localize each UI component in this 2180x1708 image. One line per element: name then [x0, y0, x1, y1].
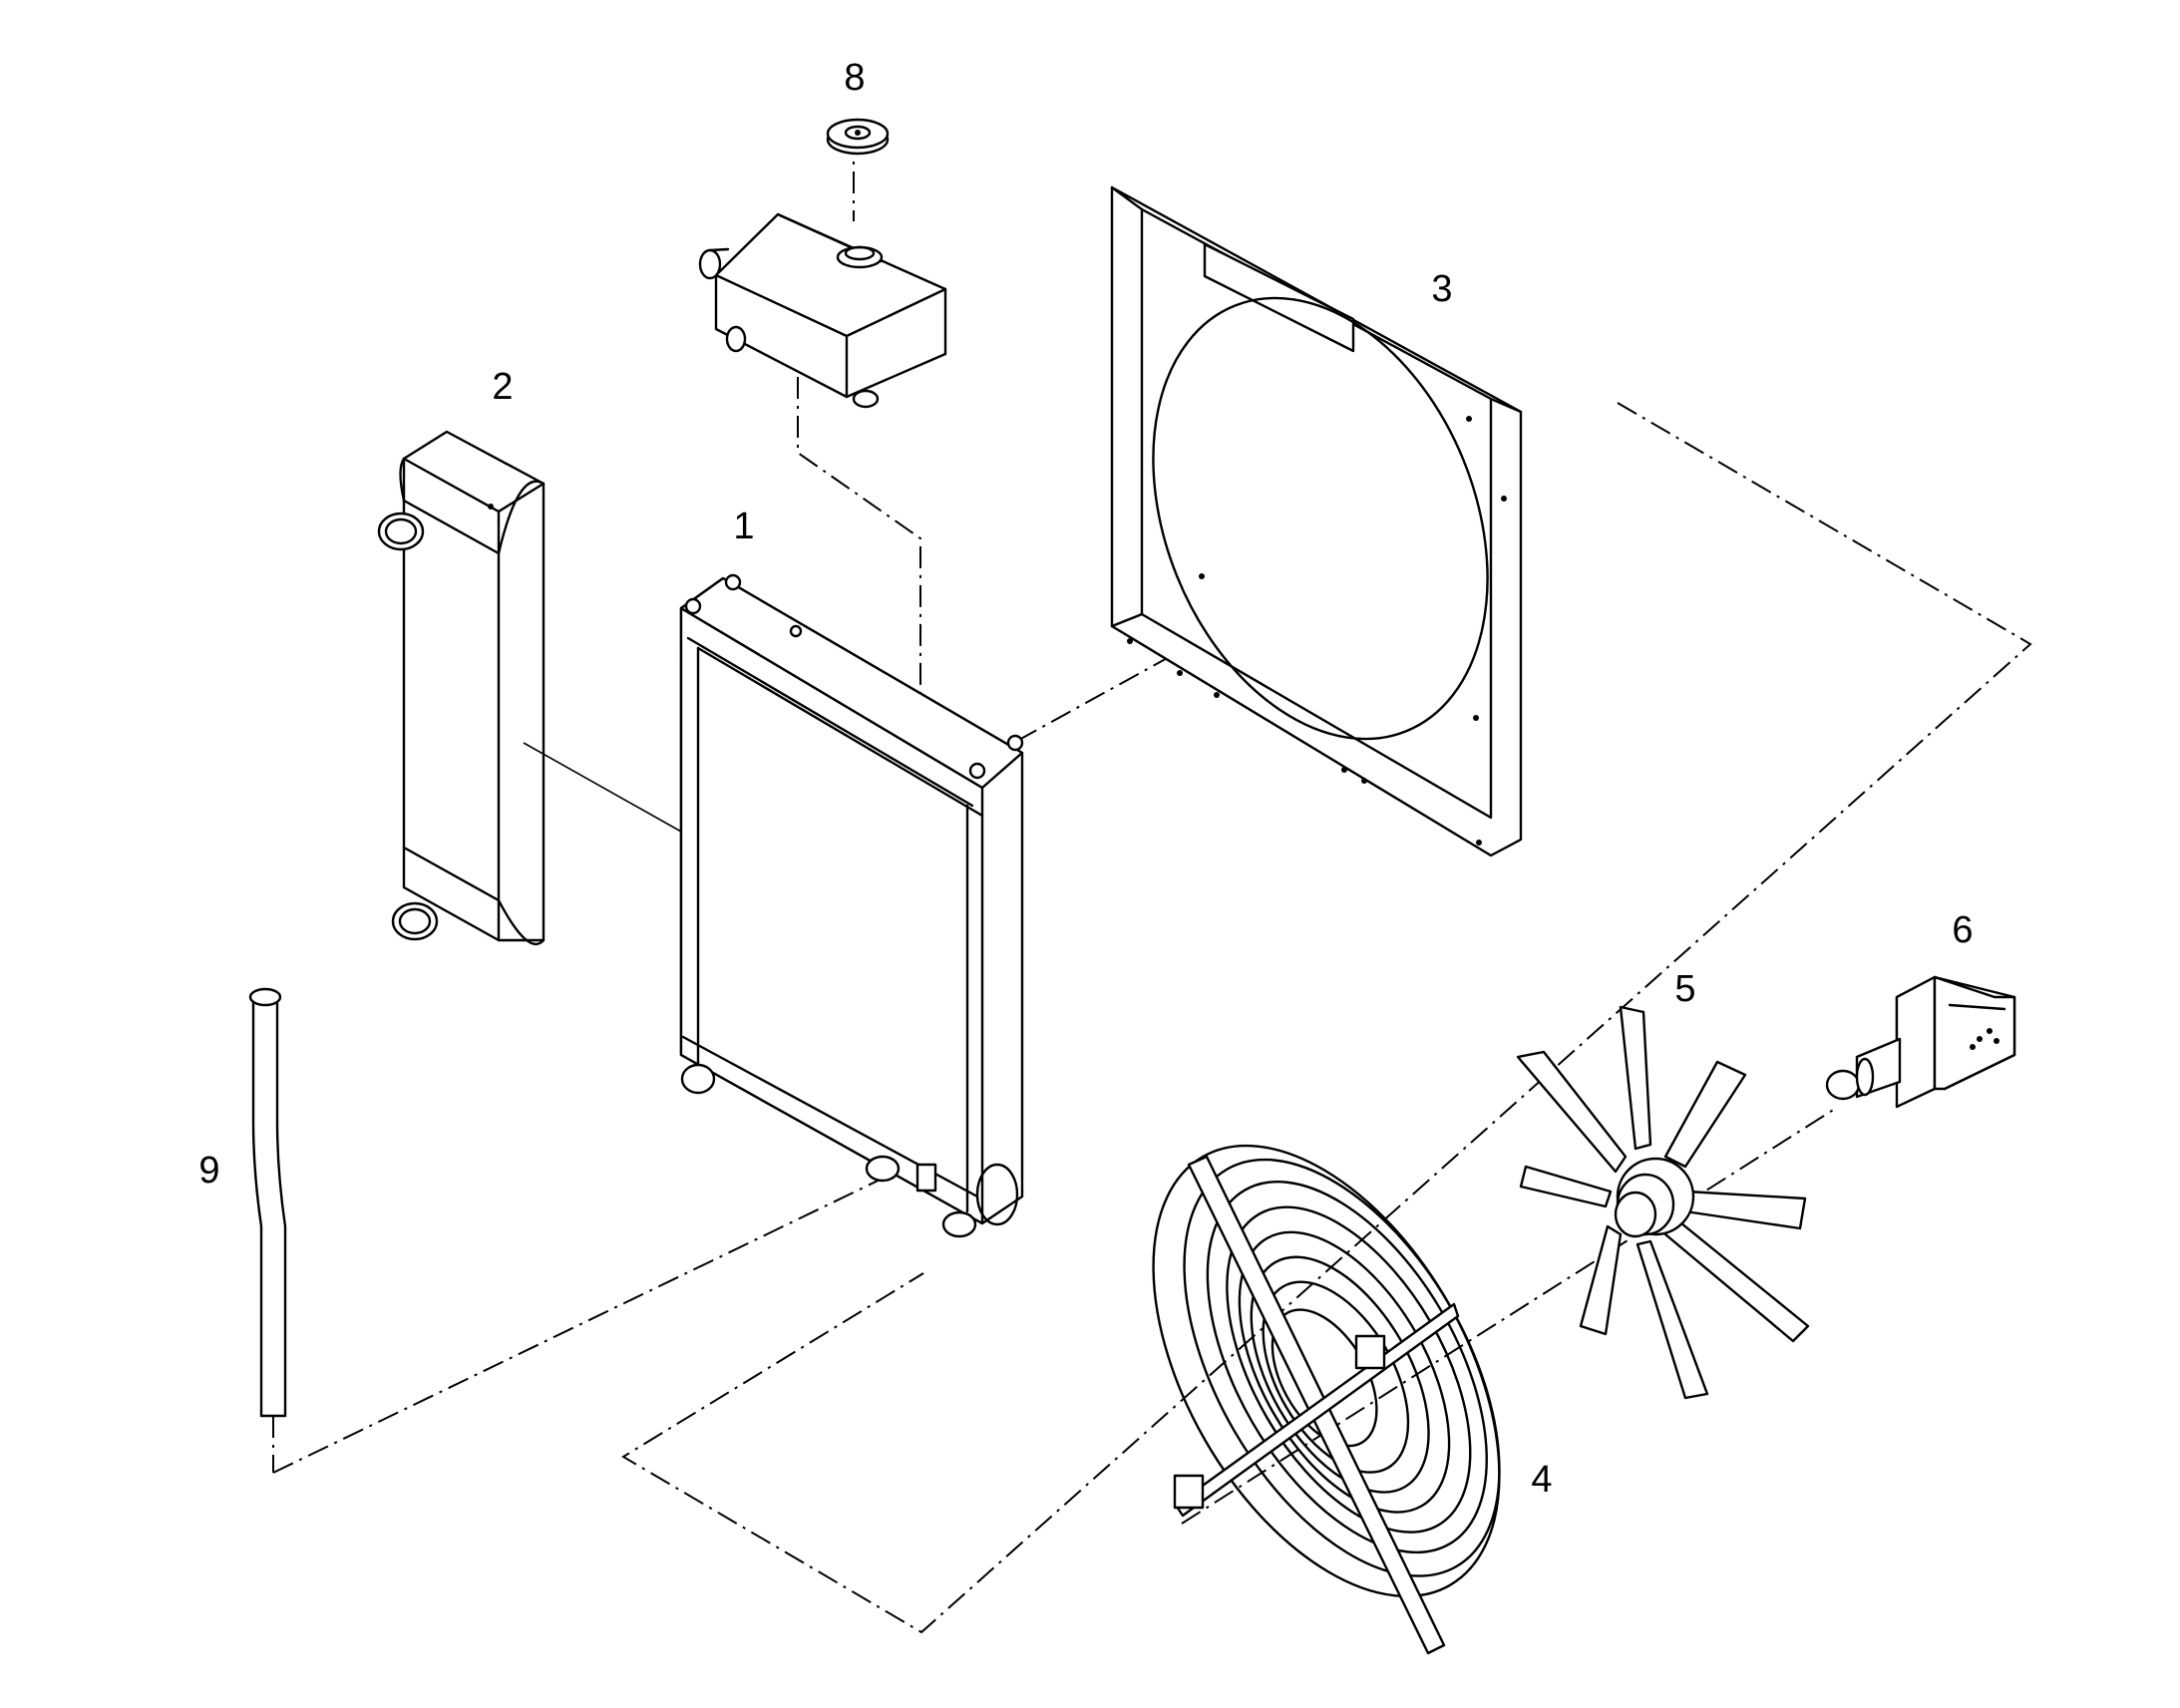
callout-3: 3 — [1431, 268, 1452, 310]
leader-line-2 — [523, 742, 682, 833]
callout-5: 5 — [1674, 968, 1695, 1010]
callout-2: 2 — [492, 366, 513, 408]
callout-6: 6 — [1952, 909, 1973, 951]
expansion-tank — [698, 212, 947, 409]
callout-9: 9 — [198, 1150, 219, 1192]
callout-labels: 1 2 3 4 5 6 8 9 — [198, 57, 1973, 1501]
callout-4: 4 — [1531, 1459, 1552, 1501]
fan-guard-part-4 — [1152, 1144, 1501, 1655]
callout-8: 8 — [844, 57, 865, 99]
charge-air-cooler-part-2 — [377, 430, 545, 946]
fan-part-5 — [1516, 1005, 1810, 1400]
callout-1: 1 — [733, 506, 754, 547]
hose-part-9 — [248, 987, 287, 1418]
fan-shroud-part-3 — [1110, 185, 1523, 857]
hydraulic-motor-part-6 — [1825, 975, 2016, 1109]
radiator-part-1 — [679, 573, 1024, 1238]
filler-cap-part-8 — [826, 118, 890, 156]
